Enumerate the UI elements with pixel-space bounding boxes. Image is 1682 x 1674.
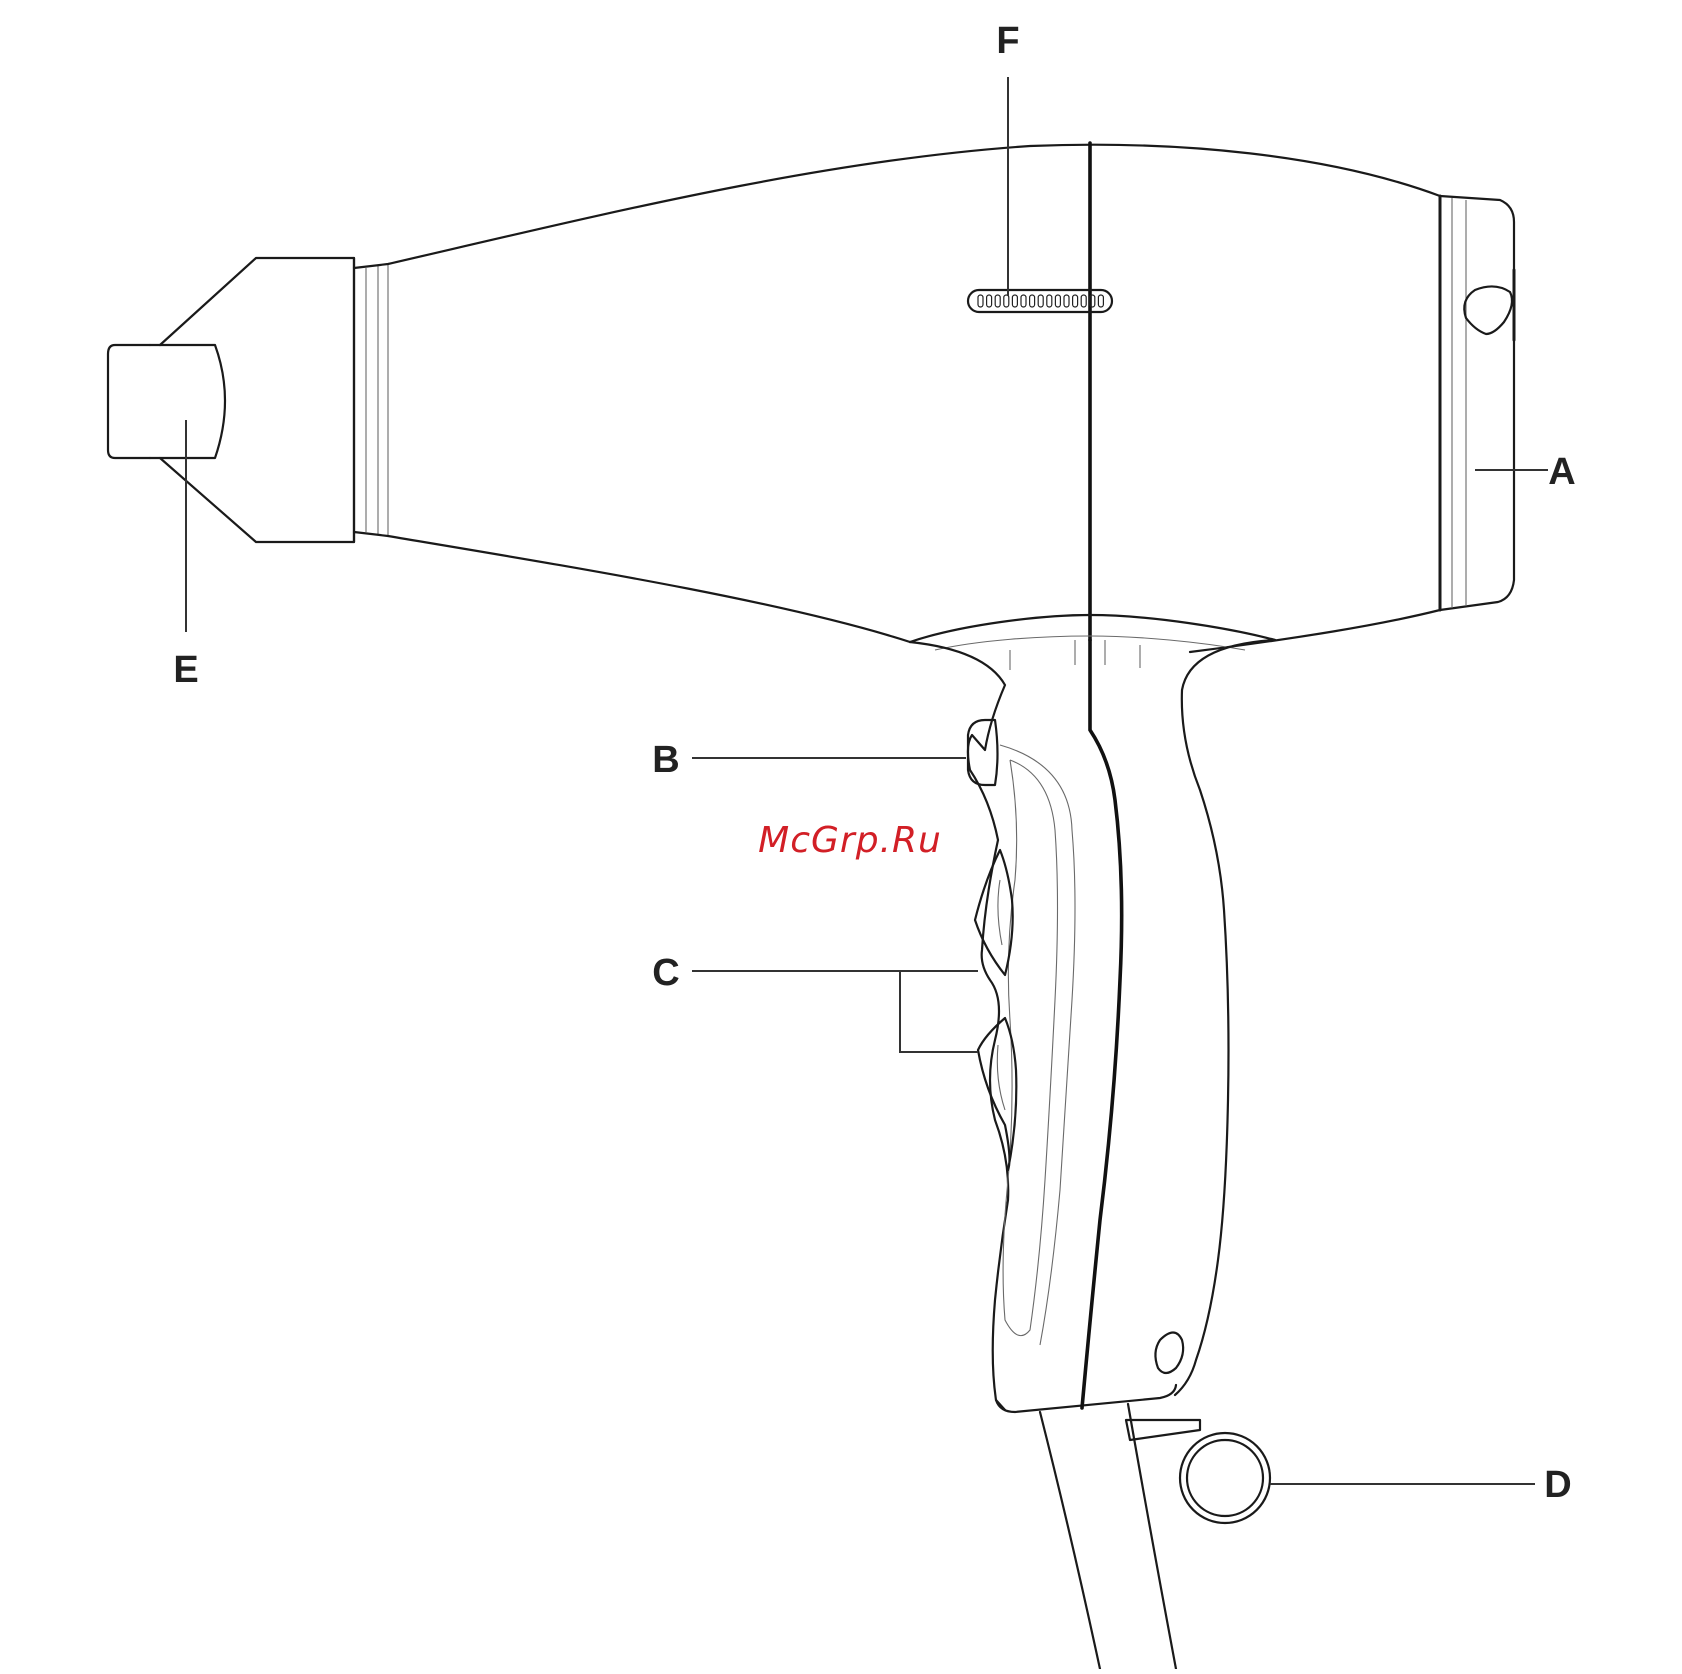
handle-collar: [910, 615, 1275, 642]
slider-ridge: [995, 295, 1000, 307]
leader-lines: [186, 77, 1548, 1484]
callout-e: E: [173, 649, 198, 691]
slider-ridge: [1064, 295, 1069, 307]
hanging-ring: [1126, 1420, 1270, 1523]
handle-rear-edge: [1175, 640, 1275, 1395]
dryer-handle: [910, 615, 1275, 1412]
power-cord: [1040, 1404, 1176, 1669]
handle-bottom: [996, 1385, 1176, 1412]
callout-a: A: [1548, 451, 1575, 493]
collar-detail: [1010, 640, 1140, 670]
cord-left-edge: [1040, 1412, 1100, 1669]
slider-ridge: [1081, 295, 1086, 307]
watermark-text: McGrp.Ru: [758, 820, 942, 861]
nozzle-tip-edge: [150, 345, 225, 458]
callout-b: B: [652, 739, 679, 781]
slider-ridge: [1047, 295, 1052, 307]
ring-inner: [1187, 1440, 1263, 1516]
barrel-bottom-contour: [354, 532, 910, 642]
ring-outer: [1180, 1433, 1270, 1523]
barrel-top-contour: [354, 145, 1440, 268]
speed-button-upper-inner: [998, 880, 1002, 945]
barrel-bottom-rear: [1190, 610, 1440, 652]
concentrator-nozzle: [108, 258, 354, 542]
slider-ridge: [1098, 295, 1103, 307]
slider-ridge: [978, 295, 983, 307]
dryer-barrel: [354, 143, 1514, 652]
nozzle-cone: [160, 258, 354, 542]
callout-f: F: [996, 20, 1019, 62]
slider-ridges: [978, 295, 1103, 307]
leader-c: [692, 971, 978, 1052]
slider-ridge: [987, 295, 992, 307]
slider-ridge: [1055, 295, 1060, 307]
grip-panel: [1003, 760, 1057, 1336]
slider-ridge: [1012, 295, 1017, 307]
cord-right-edge: [1128, 1404, 1176, 1669]
ring-tab: [1126, 1420, 1200, 1440]
callout-c: C: [652, 952, 679, 994]
slider-ridge: [1073, 295, 1078, 307]
handle-hang-hole: [1155, 1333, 1183, 1374]
callout-d: D: [1544, 1464, 1571, 1506]
slider-ridge: [1004, 295, 1009, 307]
slider-ridge: [1021, 295, 1026, 307]
slider-ridge: [1038, 295, 1043, 307]
heat-button-lower-inner: [997, 1045, 1005, 1110]
rear-filter-release-icon: [1464, 286, 1512, 334]
nozzle-tip: [108, 345, 150, 458]
rear-end-cap: [1440, 196, 1514, 610]
handle-seam: [1082, 640, 1122, 1408]
slider-ridge: [1030, 295, 1035, 307]
